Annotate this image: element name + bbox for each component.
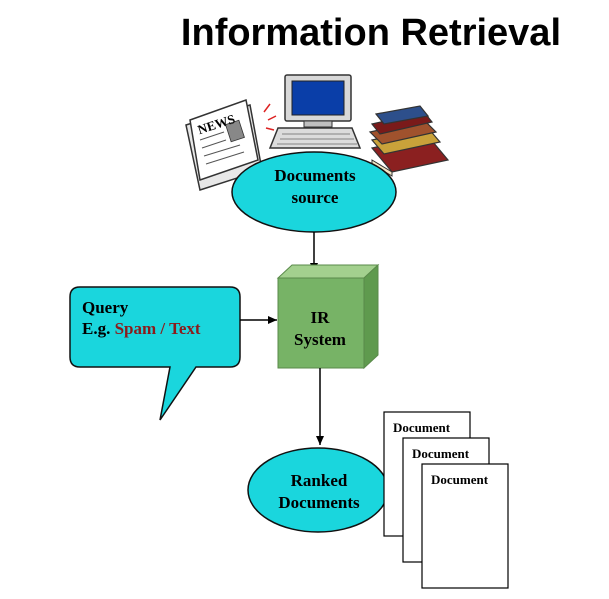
query-example-text: Spam / Text	[114, 319, 201, 339]
document-page-3	[421, 463, 509, 589]
ir-system-node	[276, 263, 380, 370]
page-title: Information Retrieval	[180, 12, 561, 54]
query-callout	[69, 286, 241, 421]
documents-source-label: Documents source	[274, 166, 356, 208]
query-label: Query E.g. Spam / Text	[82, 298, 201, 339]
computer-icon	[268, 74, 362, 149]
ranked-documents-label: Ranked Documents	[278, 471, 360, 513]
document-label-3: Document	[431, 472, 489, 487]
document-label-2: Document	[412, 446, 470, 461]
ir-system-label: IR System	[294, 308, 346, 350]
document-label-1: Document	[393, 420, 451, 435]
books-icon	[368, 105, 450, 177]
